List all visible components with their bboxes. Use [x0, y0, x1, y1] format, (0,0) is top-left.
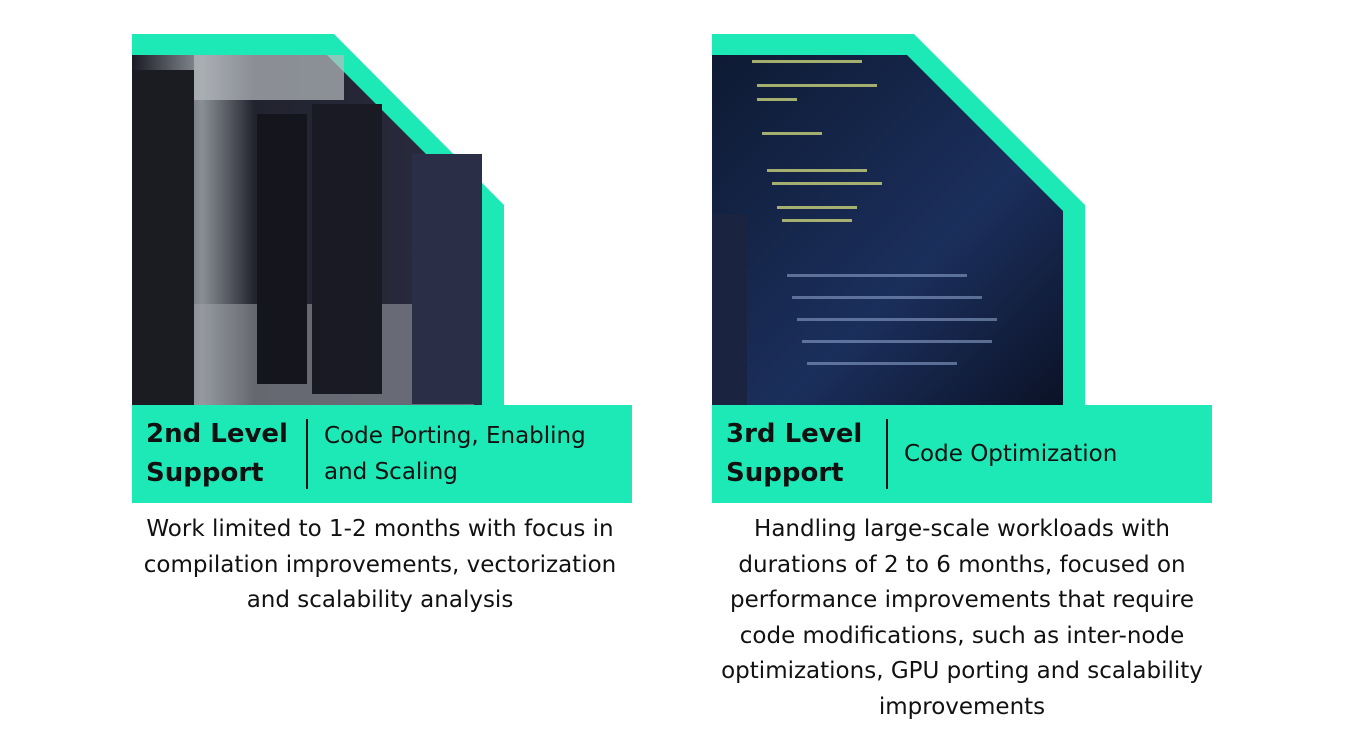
- description: Work limited to 1-2 months with focus in…: [143, 516, 617, 613]
- topic: Code Porting, Enabling and Scaling: [324, 418, 586, 490]
- topic-line1: Code Optimization: [904, 441, 1118, 467]
- level-line1: 3rd Level: [726, 419, 863, 449]
- level-line2: Support: [146, 458, 264, 488]
- description: Handling large-scale workloads with dura…: [721, 516, 1203, 720]
- topic-line1: Code Porting, Enabling: [324, 423, 586, 449]
- level-line2: Support: [726, 458, 844, 488]
- divider: [306, 419, 308, 489]
- topic: Code Optimization: [904, 436, 1117, 472]
- divider: [886, 419, 888, 489]
- server-racks-photo: [132, 34, 504, 405]
- level-line1: 2nd Level: [146, 419, 288, 449]
- topic-line2: and Scaling: [324, 459, 458, 485]
- code-screen-photo: [712, 34, 1085, 405]
